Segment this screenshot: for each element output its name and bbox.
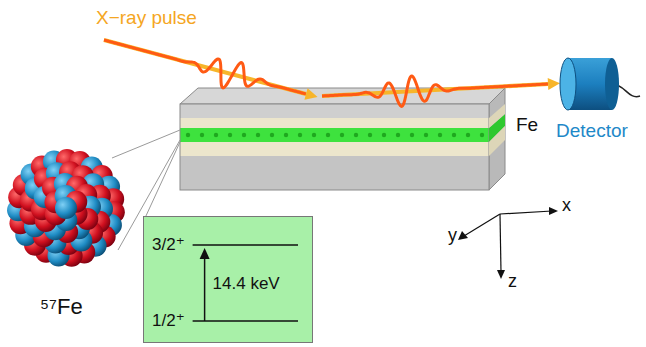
atom-dot — [438, 133, 442, 137]
slab-outline — [180, 104, 489, 190]
level-scheme-inset: 3/2⁺ 14.4 keV 1/2⁺ — [143, 216, 313, 343]
level-label: 1/2⁺ — [152, 312, 185, 329]
atom-dot — [340, 133, 344, 137]
iron-layer — [180, 128, 489, 142]
atom-dot — [480, 133, 484, 137]
wave-packet — [104, 40, 306, 94]
energy-label: 14.4 keV — [213, 275, 280, 292]
atom-dot — [284, 133, 288, 137]
beam-label: X−ray pulse — [96, 8, 197, 27]
atom-dot — [424, 133, 428, 137]
atom-dot — [382, 133, 386, 137]
spacer-side — [489, 104, 505, 128]
detector-label: Detector — [556, 121, 628, 140]
atom-dot — [270, 133, 274, 137]
atom-dot — [410, 133, 414, 137]
energy-level — [193, 320, 298, 322]
transition-arrow — [204, 257, 206, 321]
z-axis — [500, 214, 501, 272]
zoom-line — [145, 142, 180, 218]
axes — [458, 207, 558, 279]
layer-label: Fe — [516, 115, 538, 134]
arrowhead — [304, 88, 317, 100]
layered-sample — [180, 88, 505, 190]
arrowhead — [497, 270, 505, 279]
atom-dot — [256, 133, 260, 137]
axis-label: y — [448, 226, 457, 244]
atom-dot — [312, 133, 316, 137]
atom-dot — [242, 133, 246, 137]
slab-side — [489, 88, 505, 190]
atom-dot — [228, 133, 232, 137]
substrate — [180, 156, 489, 190]
atom-dot — [452, 133, 456, 137]
spacer-side — [489, 126, 505, 156]
atom-dot — [186, 133, 190, 137]
arrowhead — [458, 231, 468, 240]
beam-line — [104, 40, 306, 94]
zoom-line — [112, 130, 180, 158]
atom-dot — [326, 133, 330, 137]
atom-dot — [200, 133, 204, 137]
y-axis — [464, 214, 500, 236]
wave-packet — [322, 76, 548, 106]
atom-dot — [298, 133, 302, 137]
x-axis — [500, 211, 552, 214]
atom-dot — [396, 133, 400, 137]
atom-dot — [214, 133, 218, 137]
arrowhead — [548, 78, 560, 90]
arrowhead — [200, 248, 210, 259]
spacer-layer — [180, 142, 489, 156]
axis-label: x — [562, 196, 571, 214]
atom-dot — [368, 133, 372, 137]
level-label: 3/2⁺ — [152, 236, 185, 253]
axis-label: z — [508, 272, 517, 290]
atom-dot — [466, 133, 470, 137]
spacer-layer — [180, 118, 489, 128]
atom-dot — [354, 133, 358, 137]
arrowhead — [549, 207, 558, 215]
detector-back — [605, 58, 619, 110]
energy-level — [193, 244, 298, 246]
detector-symbol — [560, 58, 640, 110]
x-ray-beam — [104, 40, 560, 106]
cap-layer — [180, 104, 489, 118]
detector-face — [560, 58, 576, 110]
isotope-label: ⁵⁷Fe — [40, 296, 83, 318]
nucleus — [7, 149, 125, 267]
nucleon — [55, 197, 77, 219]
iron-atoms — [186, 133, 484, 137]
